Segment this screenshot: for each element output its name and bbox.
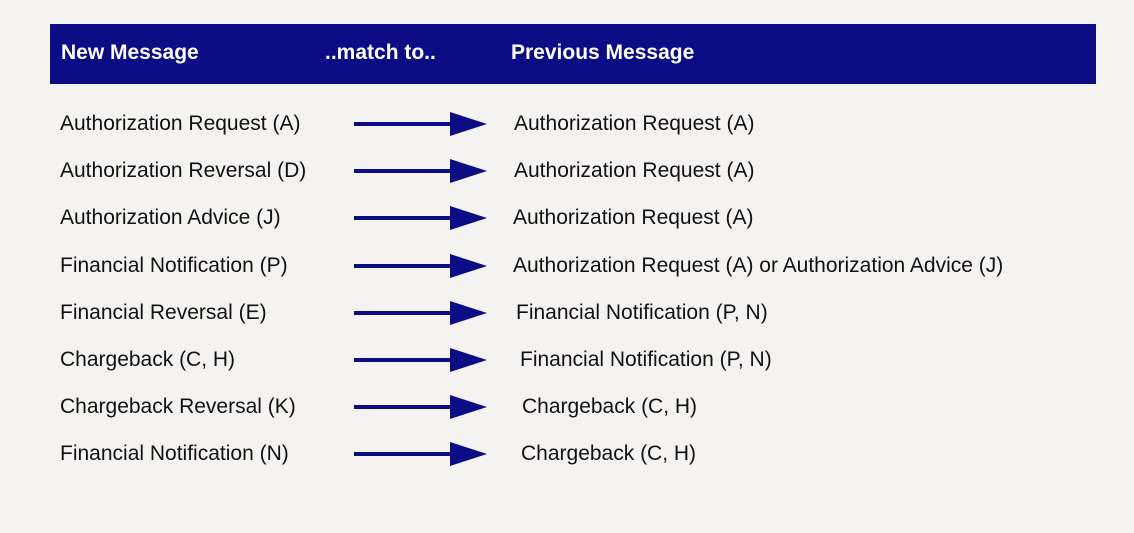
arrow-head: [450, 206, 487, 231]
arrow-shaft: [354, 358, 454, 362]
mapping-row: Chargeback Reversal (K) Chargeback (C, H): [0, 392, 1134, 422]
arrow-right-icon: [354, 112, 487, 136]
new-message-label: Financial Notification (P): [60, 253, 288, 277]
arrow-shaft: [354, 169, 454, 174]
mapping-row: Financial Notification (N) Chargeback (C,…: [0, 439, 1134, 469]
arrow-head: [450, 159, 487, 184]
new-message-label: Chargeback (C, H): [60, 348, 236, 371]
arrow-right-icon: [354, 159, 487, 184]
new-message-label: Authorization Request (A): [60, 112, 301, 135]
previous-message-label: Chargeback (C, H): [522, 395, 698, 419]
mapping-row: Authorization Reversal (D) Authorization …: [0, 156, 1134, 186]
previous-message-label: Chargeback (C, H): [521, 442, 697, 466]
arrow-head: [450, 112, 487, 136]
new-message-label: Chargeback Reversal (K): [60, 395, 296, 419]
mapping-row: Financial Notification (P) Authorization …: [0, 251, 1134, 281]
arrow-head: [450, 253, 487, 278]
arrow-right-icon: [354, 253, 487, 278]
mapping-row: Authorization Advice (J) Authorization Re…: [0, 203, 1134, 233]
header-new-message: New Message: [61, 41, 199, 64]
arrow-shaft: [354, 452, 454, 457]
header-previous-message: Previous Message: [511, 41, 695, 64]
arrow-shaft: [354, 405, 454, 410]
mapping-row: Financial Reversal (E) Financial Notifica…: [0, 298, 1134, 328]
new-message-label: Authorization Reversal (D): [60, 159, 307, 183]
new-message-label: Financial Reversal (E): [60, 300, 267, 324]
mapping-row: Authorization Request (A) Authorization R…: [0, 109, 1134, 139]
arrow-right-icon: [354, 395, 487, 420]
arrow-head: [450, 348, 487, 372]
arrow-shaft: [354, 310, 454, 315]
new-message-label: Authorization Advice (J): [60, 206, 281, 230]
arrow-head: [450, 395, 487, 420]
arrow-head: [450, 442, 487, 467]
header-bar: New Message ..match to.. Previous Messag…: [50, 24, 1096, 84]
arrow-head: [450, 300, 487, 325]
previous-message-label: Authorization Request (A): [513, 206, 754, 230]
arrow-right-icon: [354, 206, 487, 231]
previous-message-label: Authorization Request (A): [514, 159, 755, 183]
header-match-to: ..match to..: [325, 41, 436, 64]
arrow-right-icon: [354, 442, 487, 467]
arrow-right-icon: [354, 348, 487, 372]
arrow-right-icon: [354, 300, 487, 325]
previous-message-label: Financial Notification (P, N): [516, 300, 768, 324]
arrow-shaft: [354, 216, 454, 221]
new-message-label: Financial Notification (N): [60, 442, 289, 466]
previous-message-label: Authorization Request (A): [514, 112, 755, 135]
arrow-shaft: [354, 122, 454, 126]
previous-message-label: Financial Notification (P, N): [520, 348, 772, 371]
mapping-row: Chargeback (C, H) Financial Notification …: [0, 345, 1134, 375]
previous-message-label: Authorization Request (A) or Authorizati…: [513, 253, 1004, 277]
arrow-shaft: [354, 263, 454, 268]
